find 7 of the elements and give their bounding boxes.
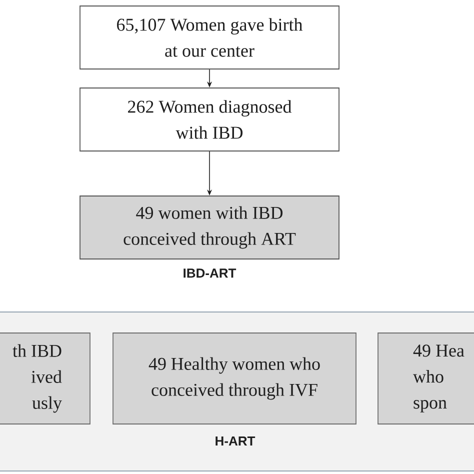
group-box: 49 Hea who spon (378, 332, 474, 424)
result-box: 49 women with IBD conceived through ART (80, 196, 340, 260)
group-label: IBD-ART (184, 268, 236, 278)
group-box: th IBD ived usly (0, 332, 90, 424)
group-box: 49 Healthy women who conceived through IVF (112, 332, 356, 424)
process-box: 262 Women diagnosed with IBD (80, 88, 340, 152)
process-box: 65,107 Women gave birth at our center (80, 6, 340, 70)
